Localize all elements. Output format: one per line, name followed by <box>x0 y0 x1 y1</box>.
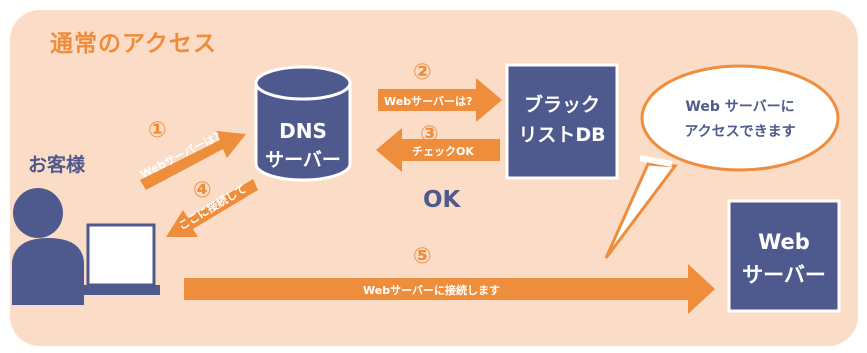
step-4-number: ④ <box>193 178 212 203</box>
step-2-text: Webサーバーは? <box>384 95 473 108</box>
diagram-title: 通常のアクセス <box>50 31 217 57</box>
web-server-box <box>727 199 841 313</box>
step-5-text: Webサーバーに接続します <box>363 284 500 297</box>
speech-bubble <box>604 64 840 259</box>
step-2-number: ② <box>413 60 432 85</box>
arrow-step-4 <box>166 179 258 237</box>
web-server-label-line1: Web <box>758 230 810 254</box>
blacklist-db-label-line2: リストDB <box>518 124 606 146</box>
customer-icon <box>12 188 160 305</box>
step-5-number: ⑤ <box>413 244 432 269</box>
blacklist-db-label-line1: ブラック <box>523 94 600 116</box>
arrow-step-2 <box>378 78 502 122</box>
step-3-text: チェックOK <box>412 145 474 158</box>
dns-server-cylinder <box>254 65 352 182</box>
step-3-number: ③ <box>420 122 439 147</box>
web-server-label-line2: サーバー <box>742 263 826 287</box>
speech-bubble-line2: アクセスできます <box>684 124 796 140</box>
blacklist-db-box <box>505 63 619 180</box>
dns-server-label-line2: サーバー <box>265 149 341 171</box>
dns-server-label-line1: DNS <box>279 119 327 143</box>
speech-bubble-line1: Web サーバーに <box>685 99 795 115</box>
arrow-step-3 <box>376 128 500 172</box>
arrow-step-1 <box>140 131 246 190</box>
step-1-number: ① <box>148 118 167 143</box>
ok-label: OK <box>423 187 461 213</box>
customer-label: お客様 <box>28 154 86 176</box>
arrow-step-5 <box>184 264 715 314</box>
